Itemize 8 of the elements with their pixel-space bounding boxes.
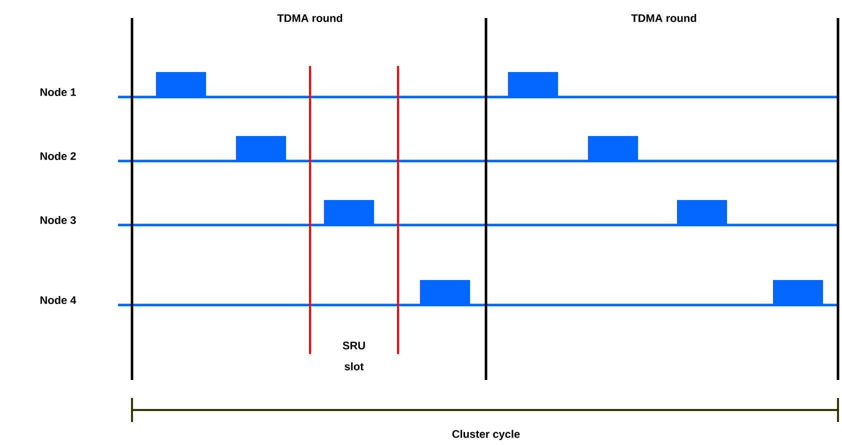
slot-label: SRU slot: [342, 342, 365, 370]
cycle-label: Cluster cycle: [452, 430, 520, 440]
round-label: TDMA round: [277, 14, 342, 22]
node-label: Node 2: [40, 152, 76, 160]
node-label: Node 1: [40, 88, 76, 96]
node-label: Node 4: [40, 296, 76, 304]
node-label: Node 3: [40, 216, 76, 224]
round-label: TDMA round: [631, 14, 696, 22]
